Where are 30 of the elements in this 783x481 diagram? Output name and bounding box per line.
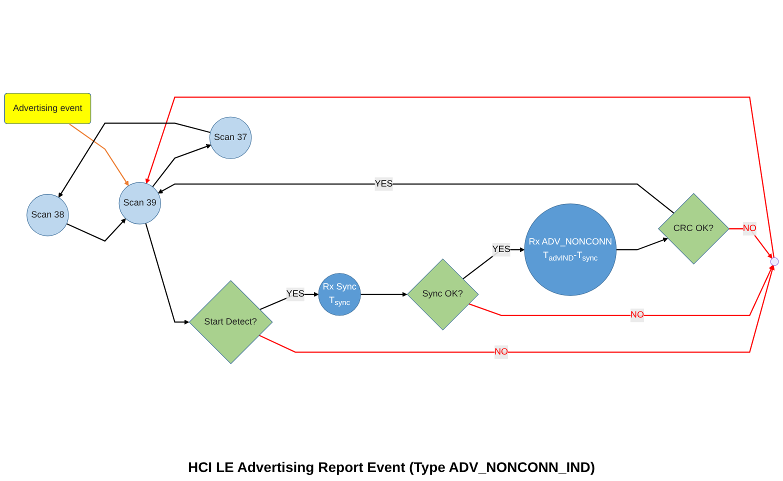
edge-label: NO [742,224,756,234]
arrow [728,228,772,259]
edge-label: YES [492,244,510,254]
node-circle: Scan 39 [118,182,161,224]
arrow [145,223,190,325]
node-circle: Rx ADV_NONCONN T$_{advIND}$-T$_{sync}$ [524,204,617,296]
arrow [468,264,774,316]
node-circle: Rx Sync T$_{sync}$ [318,273,361,316]
arrow [69,124,129,186]
node-circle: Scan 37 [209,116,252,159]
edge-label: NO [630,310,644,320]
arrow [360,292,408,297]
note-text: HCI LE Advertising Report Event (Type ADV_NONCONN_IND) [188,459,596,475]
arrow [259,292,319,310]
arrow [58,122,211,198]
arrow [145,96,774,258]
node-diamond: Start Detect? [188,280,273,364]
arrow [462,247,525,280]
arrow [158,183,674,214]
arrow [616,238,668,250]
edge-label: YES [374,178,393,189]
node-diamond: CRC OK? [658,193,730,264]
edge-label: YES [286,289,304,299]
arrow [258,265,775,353]
node-circle: Scan 38 [26,194,69,236]
arrow [152,144,212,188]
edge-label: NO [494,347,508,357]
node-circle [770,257,779,266]
node-diamond: Sync OK? [406,258,479,330]
arrow [66,218,126,242]
